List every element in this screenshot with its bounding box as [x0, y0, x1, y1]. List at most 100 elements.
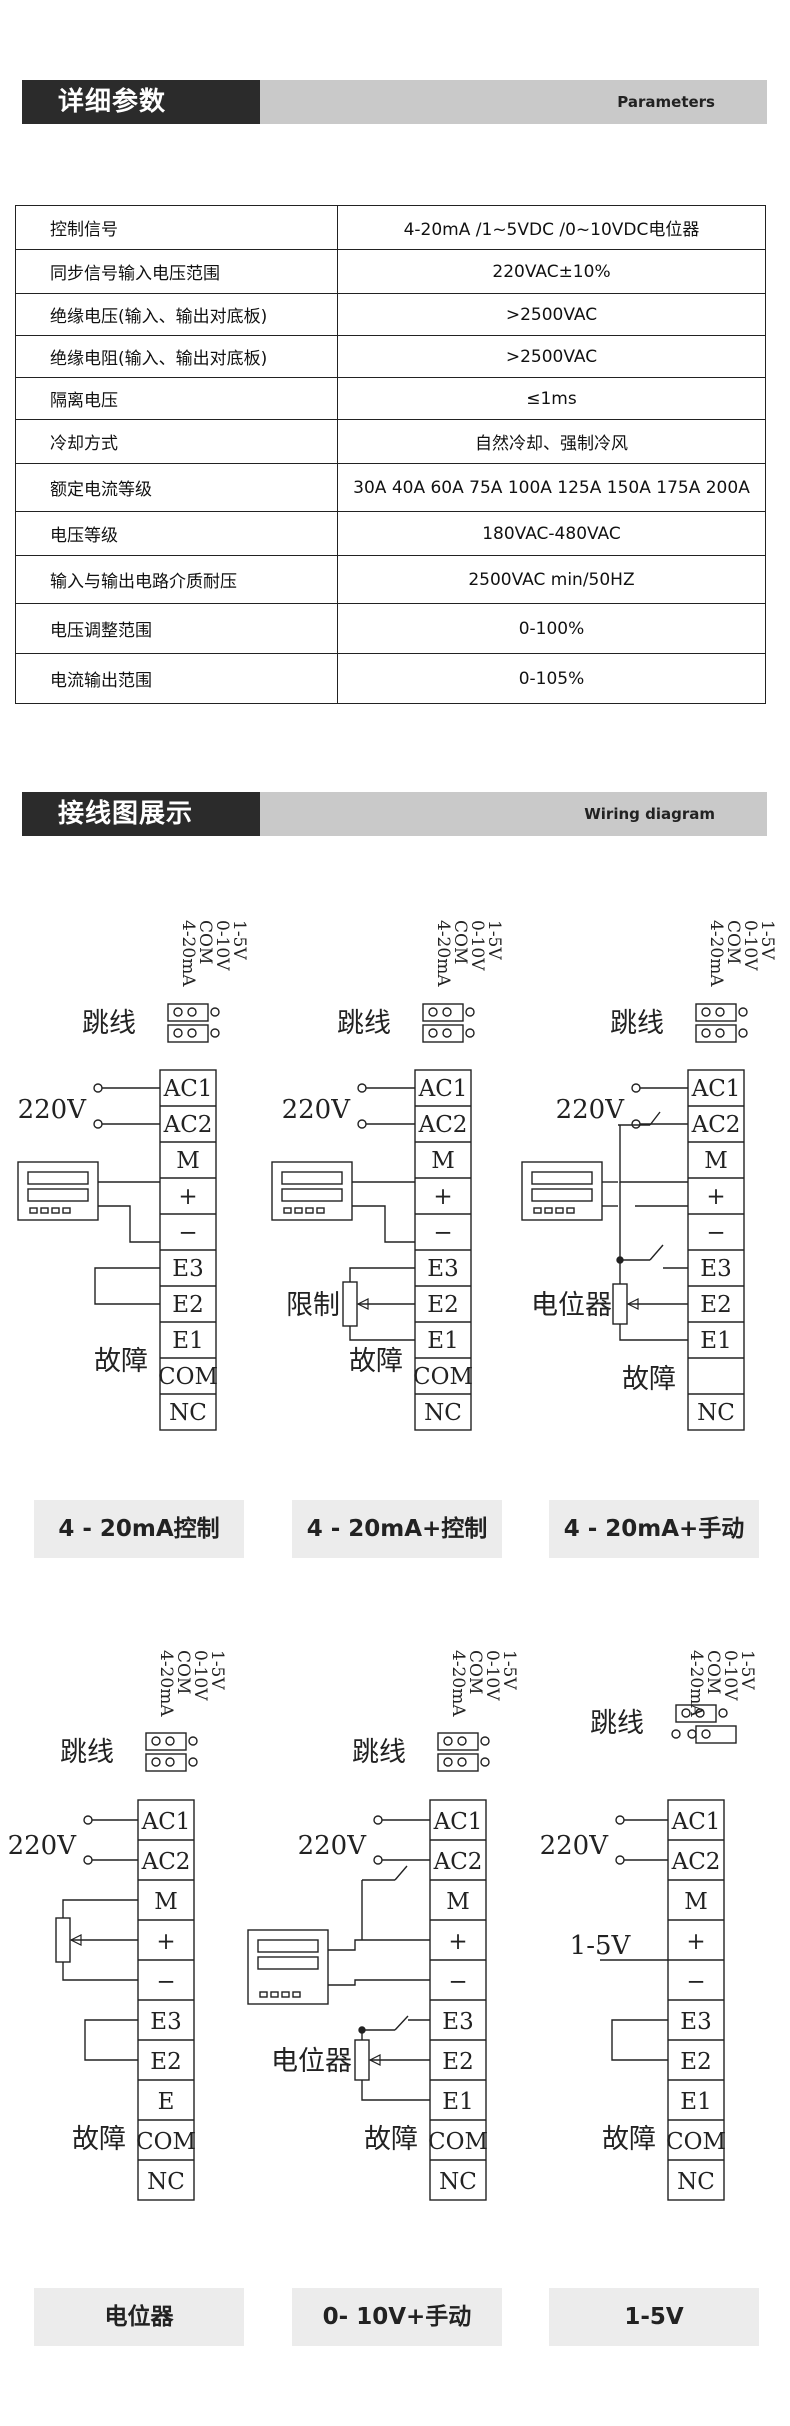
meter-display: [531, 1171, 593, 1185]
terminal-label: E3: [680, 2009, 711, 2035]
terminal-label: COM: [428, 2129, 488, 2155]
jumper-box: [145, 1753, 187, 1772]
jumper-box: [437, 1753, 479, 1772]
terminal-label: −: [706, 1220, 725, 1246]
diagram-label: 1-5V: [549, 2288, 759, 2346]
potentiometer-label: 电位器: [531, 1290, 612, 1321]
jumper-pin: [443, 1757, 453, 1767]
signal-label: 1-5V: [737, 1650, 757, 1690]
terminal-label: +: [686, 1929, 705, 1955]
terminal-label: AC1: [418, 1076, 468, 1102]
jumper-pin: [187, 1028, 197, 1038]
signal-label: 4-20mA: [156, 1650, 176, 1717]
jumper-box: [695, 1024, 737, 1043]
wire: [349, 1267, 415, 1282]
diagram-label: 0- 10V+手动: [292, 2288, 502, 2346]
terminal-label: +: [156, 1929, 175, 1955]
signal-label: 0-10V: [482, 1650, 502, 1701]
meter-button: [294, 1207, 303, 1214]
jumper-pin: [165, 1736, 175, 1746]
banner-dark-block: [22, 792, 260, 836]
jumper-box: [145, 1732, 187, 1751]
param-value: ≤1ms: [337, 377, 766, 420]
terminal-label: AC1: [433, 1809, 483, 1835]
terminal-label: NC: [439, 2169, 477, 2195]
meter-display: [257, 1956, 319, 1970]
meter-button: [281, 1991, 290, 1998]
meter-button: [62, 1207, 71, 1214]
voltage-label: 1-5V: [570, 1931, 632, 1961]
jumper-label: 跳线: [590, 1708, 644, 1739]
potentiometer-icon: [354, 2039, 370, 2081]
table-row: 冷却方式自然冷却、强制冷风: [15, 419, 766, 464]
signal-label: 4-20mA: [433, 920, 453, 987]
controller-meter-icon: [17, 1161, 99, 1221]
param-value: 0-105%: [337, 653, 766, 704]
terminal-label: NC: [147, 2169, 185, 2195]
param-value: 2500VAC min/50HZ: [337, 555, 766, 604]
fault-label: 故障: [602, 2124, 656, 2155]
terminal-label: AC1: [163, 1076, 213, 1102]
jumper-label: 跳线: [60, 1737, 114, 1768]
voltage-label: 220V: [18, 1095, 88, 1125]
controller-meter-icon: [271, 1161, 353, 1221]
jumper-pin: [165, 1757, 175, 1767]
signal-label: COM: [195, 920, 215, 964]
param-key: 绝缘电压(输入、输出对底板): [15, 293, 338, 336]
jumper-pin: [173, 1028, 183, 1038]
jumper-pin: [443, 1736, 453, 1746]
jumper-pin: [457, 1736, 467, 1746]
controller-meter-icon: [247, 1929, 329, 2005]
terminal-ring: [357, 1119, 367, 1129]
meter-button: [305, 1207, 314, 1214]
param-value: 30A 40A 60A 75A 100A 125A 150A 175A 200A: [337, 463, 766, 512]
jumper-pin: [173, 1007, 183, 1017]
jumper-label: 跳线: [352, 1737, 406, 1768]
wire: [619, 1125, 688, 1183]
signal-label: COM: [723, 920, 743, 964]
meter-button: [259, 1991, 268, 1998]
terminal-ring: [631, 1119, 641, 1129]
signal-label: 1-5V: [484, 920, 504, 960]
terminal-label: −: [686, 1969, 705, 1995]
signal-label: COM: [173, 1650, 193, 1694]
jumper-pin: [738, 1007, 748, 1017]
parameters-banner: 详细参数 Parameters: [22, 80, 767, 124]
fault-label: 故障: [364, 2124, 418, 2155]
jumper-pin: [210, 1028, 220, 1038]
terminal-label: +: [178, 1184, 197, 1210]
jumper-pin: [465, 1028, 475, 1038]
parameters-subtitle: Parameters: [617, 93, 715, 111]
wire: [98, 1205, 160, 1243]
terminal-ring: [615, 1815, 625, 1825]
signal-label: 1-5V: [757, 920, 777, 960]
voltage-label: 220V: [282, 1095, 352, 1125]
terminal-ring: [373, 1815, 383, 1825]
terminal-ring: [357, 1083, 367, 1093]
wiring-banner: 接线图展示 Wiring diagram: [22, 792, 767, 836]
terminal-label: AC2: [163, 1112, 213, 1138]
fault-label: 故障: [72, 2124, 126, 2155]
meter-button: [544, 1207, 553, 1214]
jumper-pin: [715, 1028, 725, 1038]
meter-display: [281, 1171, 343, 1185]
terminal-label: NC: [424, 1400, 462, 1426]
terminal-label: E1: [680, 2089, 711, 2115]
meter-button: [533, 1207, 542, 1214]
jumper-pin: [701, 1729, 711, 1739]
terminal-ring: [83, 1815, 93, 1825]
jumper-box: [167, 1003, 209, 1022]
jumper-pin: [428, 1028, 438, 1038]
terminal-label: M: [431, 1148, 455, 1174]
jumper-pin: [718, 1708, 728, 1718]
meter-button: [270, 1991, 279, 1998]
terminal-label: AC2: [691, 1112, 741, 1138]
terminal-label: E1: [700, 1328, 731, 1354]
jumper-label: 跳线: [610, 1008, 664, 1039]
signal-label: 1-5V: [229, 920, 249, 960]
signal-label: 0-10V: [720, 1650, 740, 1701]
terminal-ring: [615, 1855, 625, 1865]
terminal-ring: [373, 1855, 383, 1865]
jumper-box: [675, 1704, 717, 1723]
